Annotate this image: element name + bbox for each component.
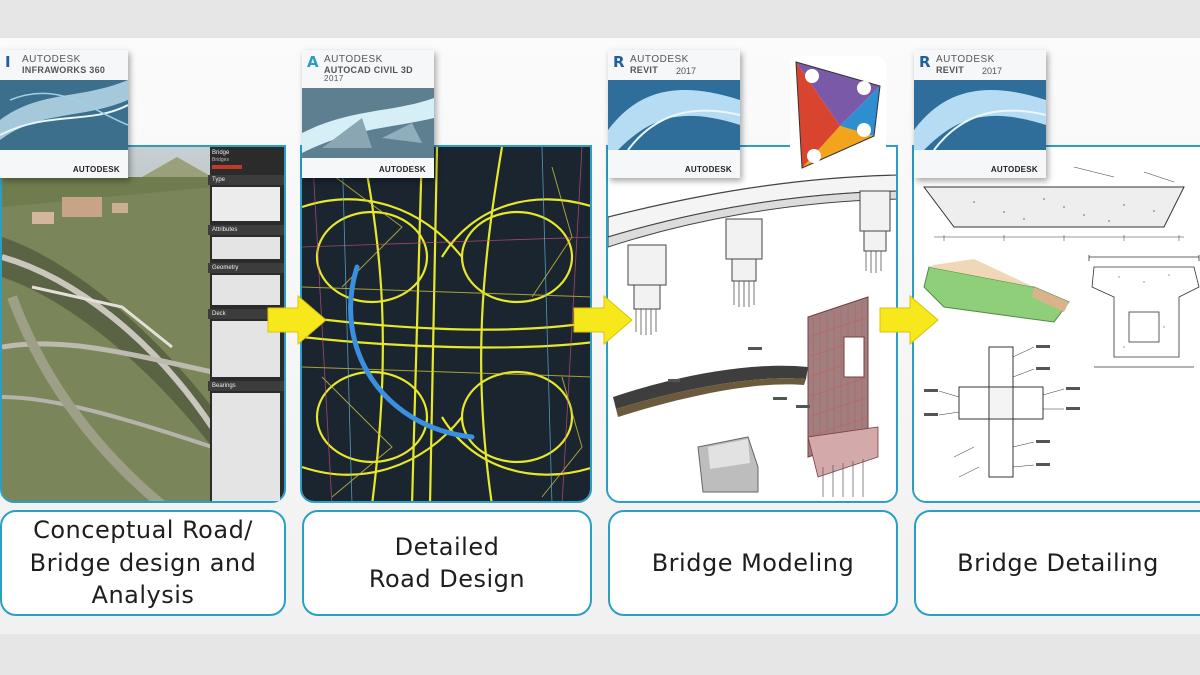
caption-bridge-detailing: Bridge Detailing — [914, 510, 1200, 616]
product-box-infraworks: I AUTODESK INFRAWORKS 360 AUTODESK — [0, 50, 128, 178]
arrow-right-icon — [879, 294, 939, 346]
caption-conceptual-design: Conceptual Road/ Bridge design and Analy… — [0, 510, 286, 616]
bridge-detail-drawings — [914, 147, 1200, 501]
product-brand: AUTODESK — [936, 54, 995, 65]
properties-section-attributes: Attributes — [208, 225, 284, 235]
product-version: 2017 — [676, 66, 697, 76]
properties-section-deck: Deck — [208, 309, 284, 319]
product-brand: AUTODESK — [324, 54, 383, 65]
revit-box-art — [608, 80, 740, 150]
properties-geometry-rows — [212, 275, 280, 305]
caption-detailed-road-design: Detailed Road Design — [302, 510, 592, 616]
dynamo-logo-icon — [790, 56, 886, 174]
autodesk-logo-icon: AUTODESK — [72, 165, 120, 174]
product-version: 2017 — [982, 66, 1003, 76]
properties-highlight — [212, 165, 242, 169]
caption-bridge-modeling: Bridge Modeling — [608, 510, 898, 616]
properties-section-type: Type — [208, 175, 284, 185]
arrow-right-icon — [573, 294, 633, 346]
product-brand: AUTODESK — [22, 54, 81, 65]
infraworks-box-art — [0, 80, 128, 150]
revit-logo-icon: R — [919, 53, 931, 71]
infraworks-properties-panel: Bridge Bridges Type Attributes Geometry … — [208, 147, 284, 501]
properties-type-preview — [212, 187, 280, 221]
properties-attributes-rows — [212, 237, 280, 259]
product-name: REVIT — [630, 64, 659, 75]
infraworks-logo-icon: I — [5, 53, 11, 71]
product-name: AUTOCAD CIVIL 3D — [324, 64, 413, 75]
properties-section-bearings: Bearings — [208, 381, 284, 391]
panel-civil3d — [300, 145, 592, 503]
revit-box-art — [914, 80, 1046, 150]
properties-bearings-rows — [212, 393, 280, 501]
product-version: 2017 — [324, 73, 344, 83]
arrow-right-icon — [267, 294, 327, 346]
autodesk-logo-icon: AUTODESK — [378, 165, 426, 174]
civil3d-box-art — [302, 88, 434, 158]
product-box-revit-detailing: R AUTODESK REVIT 2017 AUTODESK — [914, 50, 1046, 178]
properties-title: Bridge — [212, 150, 230, 156]
panel-revit-modeling — [606, 145, 898, 503]
civil3d-logo-icon: A — [307, 53, 319, 71]
bridge-model-renderings — [608, 147, 896, 501]
autodesk-logo-icon: AUTODESK — [990, 165, 1038, 174]
product-name: REVIT — [936, 64, 965, 75]
autodesk-logo-icon: AUTODESK — [684, 165, 732, 174]
civil3d-interchange-drawing — [302, 147, 590, 501]
properties-subtitle: Bridges — [212, 157, 229, 163]
revit-logo-icon: R — [613, 53, 625, 71]
panel-revit-detailing — [912, 145, 1200, 503]
properties-section-geometry: Geometry — [208, 263, 284, 273]
product-name: INFRAWORKS 360 — [22, 64, 106, 75]
product-brand: AUTODESK — [630, 54, 689, 65]
product-box-civil3d: A AUTODESK AUTOCAD CIVIL 3D 2017 AUTODES… — [302, 50, 434, 178]
product-box-revit-modeling: R AUTODESK REVIT 2017 AUTODESK — [608, 50, 740, 178]
